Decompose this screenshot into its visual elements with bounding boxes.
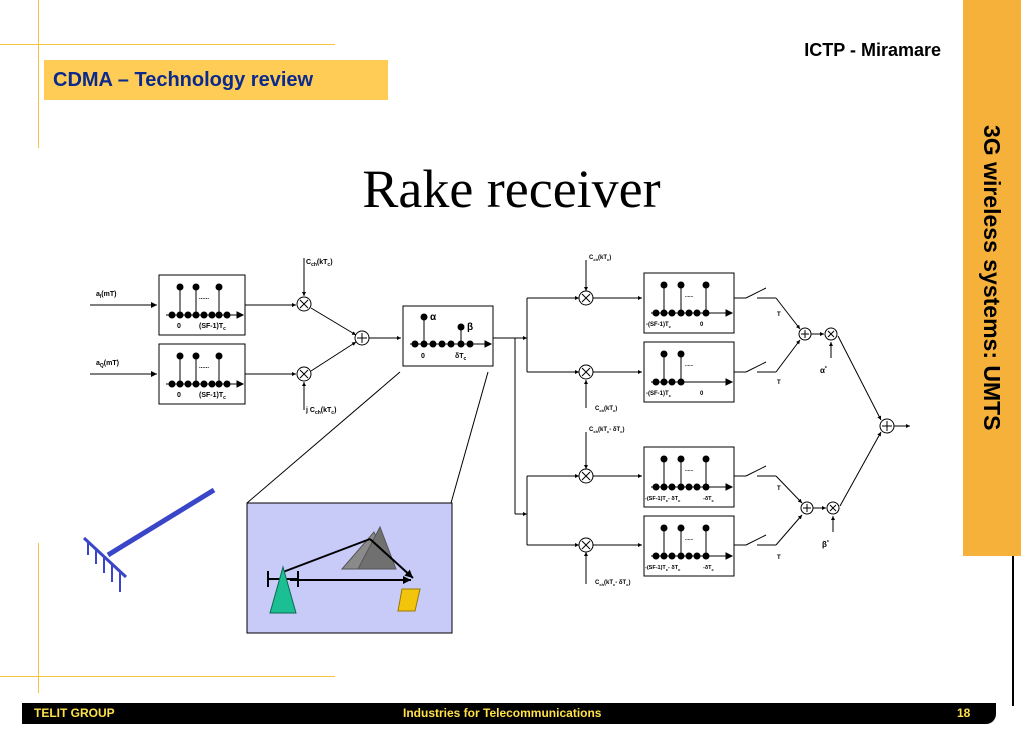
footer-bar: TELIT GROUP Industries for Telecommunica… [22, 703, 996, 724]
despreading-box-q-delayed [643, 515, 735, 577]
receiver-delayed-code-q-label: Cch(kTc- δTc) [595, 580, 630, 587]
section-tag: CDMA – Technology review [44, 60, 388, 100]
mobile-terminal-icon [397, 588, 421, 612]
transmitter-section [90, 258, 401, 410]
code-q-label: j Cch(kTc) [305, 407, 336, 416]
input-q-label: aQ(mT) [96, 360, 119, 369]
despreading-dots: ...... [685, 536, 694, 542]
transmitter-adder [354, 330, 370, 346]
despreading-dots: ...... [685, 467, 694, 473]
final-combiner [879, 418, 895, 434]
despreading-sequence [651, 281, 734, 317]
despreading-start-label: -(SF-1)Tc [646, 391, 672, 398]
channel-zero-label: 0 [421, 353, 425, 360]
switch-label: T [777, 312, 781, 318]
switch-label: T [777, 555, 781, 561]
receiver-section [493, 260, 910, 584]
channel-alpha-label: α [430, 312, 437, 323]
channel-delay-label: δTc [455, 353, 467, 362]
base-station-icon [269, 565, 297, 614]
organization-label: ICTP - Miramare [804, 40, 941, 60]
spreading-end-label: (SF-1)Tc [199, 323, 226, 332]
channel-beta-label: β [467, 322, 473, 333]
finger-adders [798, 327, 814, 515]
sampling-switch [745, 534, 767, 546]
page-number: 18 [957, 706, 971, 720]
transmitter-mixer-q [296, 366, 312, 382]
despreading-box-i-delayed [643, 446, 735, 508]
multipath-scene [246, 502, 453, 634]
corner-guide-line [38, 0, 39, 148]
despreading-dots: ...... [685, 362, 694, 368]
transmitter-mixer-i [296, 296, 312, 312]
spreading-sequence-q [166, 352, 245, 388]
corner-guide-line [38, 543, 39, 693]
despreading-delayed-start-label: -(SF-1)Tc- δTc [645, 496, 681, 503]
despreading-delayed-start-label: -(SF-1)Tc- δTc [645, 565, 681, 572]
despreading-zero-label: 0 [700, 322, 704, 328]
beta-conjugate-label: β* [822, 540, 829, 549]
despreading-zero-label: 0 [700, 391, 704, 397]
receiver-code-q-label: Cch(kTc) [595, 406, 617, 413]
channel-box [402, 305, 494, 367]
footer-connector-line [1012, 556, 1014, 706]
mountain-icon [357, 525, 397, 570]
spreading-dots: ...... [199, 364, 209, 370]
despreading-start-label: -(SF-1)Tc [646, 322, 672, 329]
corner-guide-line [0, 676, 335, 677]
despreading-sequence [651, 350, 734, 386]
despreading-delayed-end-label: -δTc [703, 565, 715, 572]
input-i-label: aI(mT) [96, 291, 116, 300]
slide-title: Rake receiver [362, 159, 661, 219]
alpha-conjugate-label: α* [820, 366, 827, 375]
footer-company: TELIT GROUP [34, 706, 115, 720]
corner-guide-line [0, 44, 335, 45]
receiver-delayed-code-label: Cch(kTc- δTc) [589, 427, 624, 434]
sampling-switch [745, 287, 767, 299]
despreading-sequence [651, 455, 734, 491]
code-i-label: Cch(kTc) [306, 259, 333, 268]
spreading-end-label: (SF-1)Tc [199, 392, 226, 401]
receiver-code-label: Cch(kTc) [589, 255, 611, 262]
despreading-box-i [643, 272, 735, 334]
weight-mixers [824, 327, 840, 515]
despreading-delayed-end-label: -δTc [703, 496, 715, 503]
despreading-dots: ...... [685, 293, 694, 299]
receiver-mixers [578, 290, 594, 553]
footer-tagline: Industries for Telecommunications [403, 706, 602, 720]
sidebar-title: 3G wireless systems: UMTS [979, 125, 1005, 431]
spreading-dots: ...... [199, 295, 209, 301]
switch-label: T [777, 380, 781, 386]
zoom-lines [246, 371, 489, 504]
despreading-sequence [651, 524, 734, 560]
switch-label: T [777, 486, 781, 492]
sampling-switch [745, 465, 767, 477]
spreading-zero-label: 0 [177, 323, 181, 330]
sidebar-banner [963, 0, 1021, 556]
rake-icon [82, 487, 216, 592]
spreading-zero-label: 0 [177, 392, 181, 399]
spreading-sequence-i [166, 283, 245, 319]
sampling-switch [745, 361, 767, 373]
